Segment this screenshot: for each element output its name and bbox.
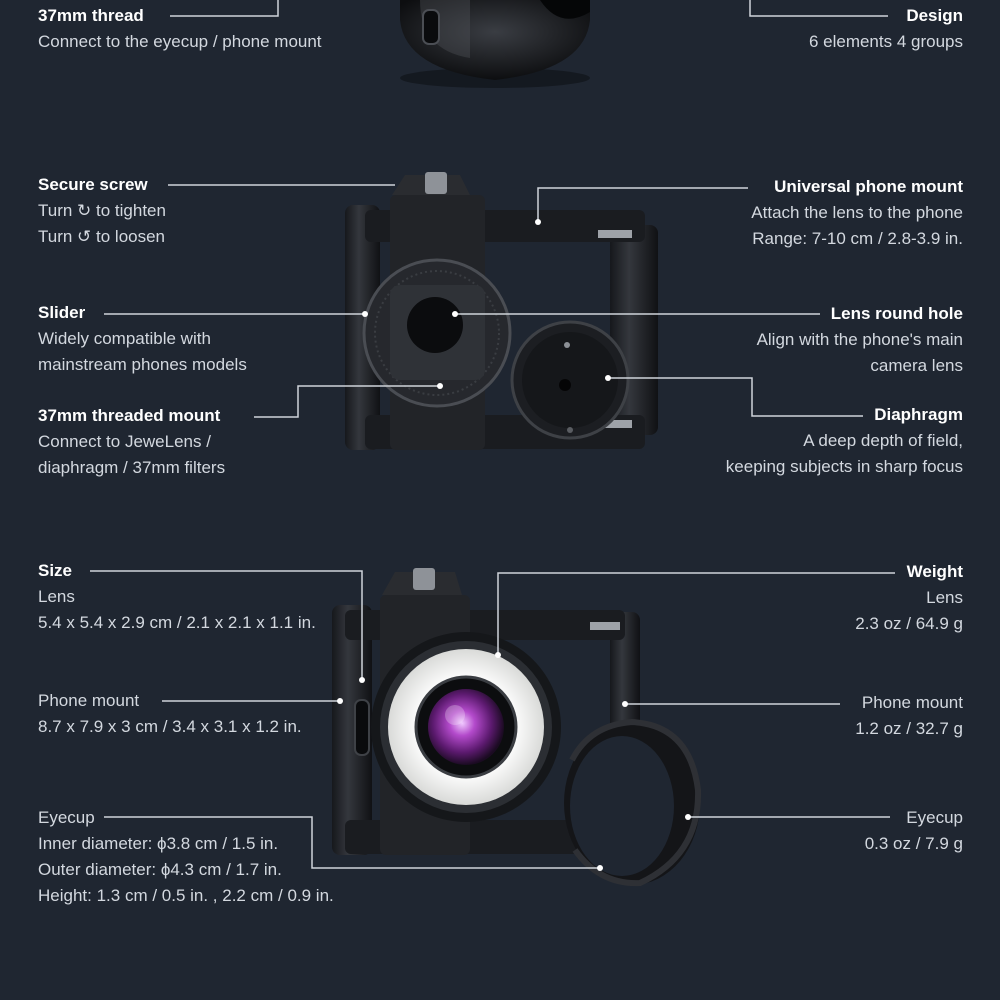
callout-line: Lens [926, 588, 963, 607]
callout-title: Design [906, 6, 963, 25]
callout-phone-mount-weight: Phone mount 1.2 oz / 32.7 g [855, 690, 963, 742]
callout-line: Align with the phone's main [756, 330, 963, 349]
callout-title: 37mm thread [38, 6, 144, 25]
callout-eyecup-weight: Eyecup 0.3 oz / 7.9 g [865, 805, 963, 857]
callout-line: 8.7 x 7.9 x 3 cm / 3.4 x 3.1 x 1.2 in. [38, 717, 302, 736]
callout-line: Connect to JeweLens / [38, 432, 211, 451]
callout-line: Turn ↺ to loosen [38, 227, 166, 246]
callout-title: Slider [38, 303, 86, 322]
callout-line: keeping subjects in sharp focus [725, 457, 963, 476]
callout-line: Phone mount [861, 693, 963, 712]
callout-size: Size Lens 5.4 x 5.4 x 2.9 cm / 2.1 x 2.1… [38, 558, 316, 636]
callout-line: 0.3 oz / 7.9 g [864, 834, 963, 853]
callout-line: Eyecup [38, 808, 95, 827]
callout-title: Size [38, 561, 73, 580]
callout-37mm-thread: 37mm thread Connect to the eyecup / phon… [38, 3, 322, 55]
callout-line: Eyecup [906, 808, 963, 827]
callout-line: Phone mount [38, 691, 140, 710]
callout-37mm-threaded-mount: 37mm threaded mount Connect to JeweLens … [38, 403, 225, 481]
callout-line: 5.4 x 5.4 x 2.9 cm / 2.1 x 2.1 x 1.1 in. [38, 613, 316, 632]
callout-diaphragm: Diaphragm A deep depth of field, keeping… [726, 402, 963, 480]
callout-title: Lens round hole [830, 304, 963, 323]
callout-weight: Weight Lens 2.3 oz / 64.9 g [855, 559, 963, 637]
callout-universal-phone-mount: Universal phone mount Attach the lens to… [751, 174, 963, 252]
callout-design: Design 6 elements 4 groups [809, 3, 963, 55]
callout-line: Turn ↻ to tighten [38, 201, 166, 220]
callout-line: 2.3 oz / 64.9 g [855, 614, 963, 633]
callout-line: Outer diameter: ϕ4.3 cm / 1.7 in. [38, 860, 282, 879]
callout-line: A deep depth of field, [803, 431, 963, 450]
callout-title: Weight [906, 562, 963, 581]
callout-line: diaphragm / 37mm filters [38, 458, 226, 477]
callout-title: Secure screw [38, 175, 148, 194]
callout-line: Attach the lens to the phone [751, 203, 963, 222]
phone-mount-image [345, 172, 658, 450]
lens-assembly-image [332, 568, 702, 887]
callout-title: Universal phone mount [774, 177, 963, 196]
callout-secure-screw: Secure screw Turn ↻ to tighten Turn ↺ to… [38, 172, 166, 250]
callout-title: 37mm threaded mount [38, 406, 221, 425]
callout-phone-mount-size: Phone mount 8.7 x 7.9 x 3 cm / 3.4 x 3.1… [38, 688, 302, 740]
callout-line: Inner diameter: ϕ3.8 cm / 1.5 in. [38, 834, 279, 853]
callout-line: 6 elements 4 groups [808, 32, 963, 51]
callout-line: Lens [38, 587, 75, 606]
callout-slider: Slider Widely compatible with mainstream… [38, 300, 247, 378]
callout-line: Connect to the eyecup / phone mount [38, 32, 322, 51]
callout-line: Range: 7-10 cm / 2.8-3.9 in. [752, 229, 963, 248]
top-lens-image [400, 0, 590, 88]
callout-line: 1.2 oz / 32.7 g [855, 719, 963, 738]
callout-title: Diaphragm [874, 405, 963, 424]
callout-line: camera lens [870, 356, 963, 375]
callout-line: Height: 1.3 cm / 0.5 in. , 2.2 cm / 0.9 … [38, 886, 334, 905]
callout-eyecup-size: Eyecup Inner diameter: ϕ3.8 cm / 1.5 in.… [38, 805, 334, 909]
callout-lens-round-hole: Lens round hole Align with the phone's m… [757, 301, 963, 379]
callout-line: Widely compatible with [38, 329, 211, 348]
callout-line: mainstream phones models [38, 355, 247, 374]
